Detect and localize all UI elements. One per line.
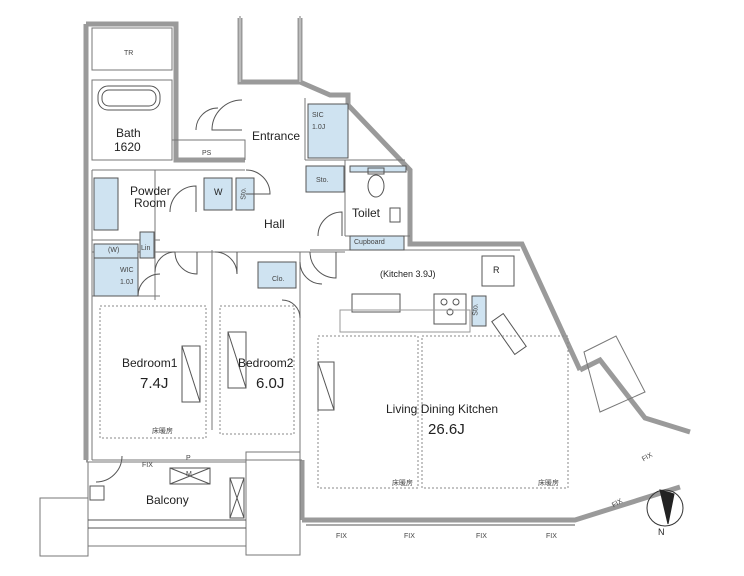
exterior-walls [83,18,691,523]
refrigerator [481,255,515,287]
label-bedroom1: Bedroom1 [122,356,178,370]
label-toilet: Toilet [352,206,381,220]
label-floor-heating-2: 床暖房 [392,480,413,487]
label-m: M [186,471,192,478]
label-fix-1: FIX [142,462,153,469]
balcony-outline [39,451,575,557]
label-powder: Powder [130,184,171,198]
label-clo: Clo. [272,276,285,283]
label-floor-heating-1: 床暖房 [152,428,173,435]
powder-counter [93,177,119,231]
label-hall: Hall [264,217,285,231]
label-floor-heating-3: 床暖房 [538,480,559,487]
label-bedroom2-area: 6.0J [256,375,285,392]
label-fix-3: FIX [404,533,415,540]
label-ps: PS [202,150,212,157]
label-sto-2: Sto. [240,187,248,200]
north-arrow [646,489,684,527]
label-wic: WIC [120,267,134,274]
label-wic-area: 1.0J [120,279,134,286]
label-bedroom2: Bedroom2 [238,356,294,370]
label-sto-3: Sto. [472,303,480,316]
label-fix-5: FIX [546,533,557,540]
label-tr: TR [124,50,134,57]
label-p: P [186,455,191,462]
bathtub [97,85,161,111]
clo-closet [257,261,297,289]
label-ldk: Living Dining Kitchen [386,402,499,416]
floor-heating-areas [99,305,569,489]
label-north: N [658,527,665,537]
label-bedroom1-area: 7.4J [140,375,169,392]
label-entrance: Entrance [252,129,301,143]
kitchen-island [351,293,401,313]
label-r: R [493,265,500,275]
lin-closet [139,231,155,259]
label-balcony: Balcony [146,493,189,507]
label-bath-size: 1620 [114,140,141,154]
kitchen-sto [471,295,487,327]
toilet-sto [349,165,407,173]
label-kitchen: (Kitchen 3.9J) [380,269,436,279]
label-sto-1: Sto. [316,177,329,184]
w-washer [203,177,233,211]
label-w-paren: (W) [108,247,120,254]
sto-closet-1 [305,165,345,193]
label-cupboard: Cupboard [354,239,385,246]
label-fix-2: FIX [336,533,347,540]
label-fix-4: FIX [476,533,487,540]
cupboard [349,235,405,251]
storage-areas [93,103,407,297]
label-sic-area: 1.0J [312,124,326,131]
sic-closet [307,103,349,159]
w-closet [93,243,139,259]
label-ldk-area: 26.6J [428,421,465,438]
wic-closet [93,257,139,297]
label-room: Room [134,196,167,210]
toilet-fixture [367,174,385,198]
label-w: W [214,187,223,197]
label-sic: SIC [312,112,324,119]
label-bath: Bath [116,126,141,140]
label-lin: Lin [141,245,151,252]
cooktop [433,293,467,325]
doors [95,99,343,483]
